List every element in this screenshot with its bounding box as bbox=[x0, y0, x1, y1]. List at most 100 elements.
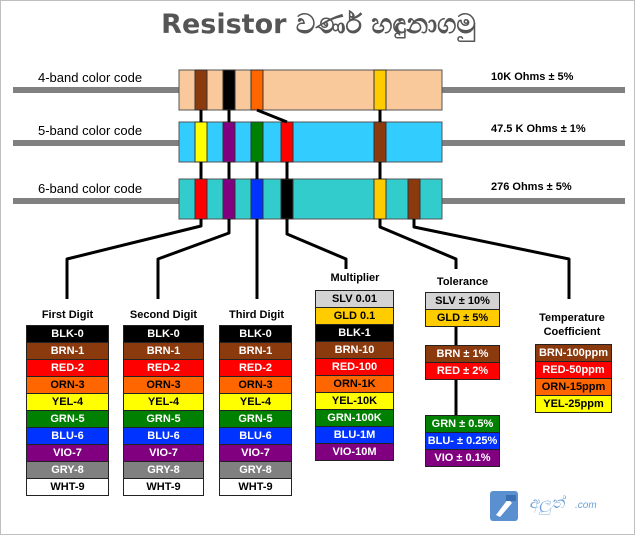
band-4b-1 bbox=[194, 69, 208, 111]
table-row: BRN-1 bbox=[26, 342, 109, 360]
color-cell: YEL-25ppm bbox=[535, 395, 612, 413]
table-row: BRN-1 bbox=[219, 342, 292, 360]
color-cell: GRN-5 bbox=[26, 410, 109, 428]
resistor-1-value: 10K Ohms ± 5% bbox=[491, 71, 574, 83]
table-row: GLD ± 5% bbox=[425, 309, 500, 327]
table-row: GRN-5 bbox=[219, 410, 292, 428]
table-row: GRN-100K bbox=[315, 409, 394, 427]
table-row: BLU-6 bbox=[219, 427, 292, 445]
table-row: BLK-0 bbox=[219, 325, 292, 343]
color-cell: RED-2 bbox=[219, 359, 292, 377]
table-row: GRY-8 bbox=[123, 461, 204, 479]
color-cell: YEL-4 bbox=[219, 393, 292, 411]
temperature-header-line2: Coefficient bbox=[543, 326, 601, 338]
color-cell: RED-100 bbox=[315, 358, 394, 376]
color-cell: SLV 0.01 bbox=[315, 290, 394, 308]
band-5b-2 bbox=[222, 121, 236, 163]
table-row: GRN-5 bbox=[123, 410, 204, 428]
table-row: VIO-7 bbox=[219, 444, 292, 462]
table-row: RED-2 bbox=[219, 359, 292, 377]
table-row: GRN ± 0.5% bbox=[425, 415, 500, 433]
connector-tolerance bbox=[378, 219, 458, 269]
color-cell: BLK-0 bbox=[219, 325, 292, 343]
color-cell: GRN-5 bbox=[123, 410, 204, 428]
color-cell: SLV ± 10% bbox=[425, 292, 500, 310]
band-6b-6 bbox=[407, 178, 421, 220]
watermark-brand: අලුත් bbox=[529, 493, 565, 512]
table-row: BLU-6 bbox=[26, 427, 109, 445]
band-6b-1 bbox=[194, 178, 208, 220]
table-row: WHT-9 bbox=[123, 478, 204, 496]
color-cell: GRN-100K bbox=[315, 409, 394, 427]
color-cell: BRN-100ppm bbox=[535, 344, 612, 362]
table-row: WHT-9 bbox=[26, 478, 109, 496]
band-6b-3 bbox=[250, 178, 264, 220]
band-6b-2 bbox=[222, 178, 236, 220]
color-cell: RED-50ppm bbox=[535, 361, 612, 379]
band-6b-4 bbox=[280, 178, 294, 220]
connector-temperature bbox=[412, 219, 571, 299]
table-row: VIO-7 bbox=[123, 444, 204, 462]
table-row: YEL-4 bbox=[26, 393, 109, 411]
table-row: YEL-4 bbox=[219, 393, 292, 411]
resistor-1-label: 4-band color code bbox=[38, 70, 143, 85]
color-cell: BLU- ± 0.25% bbox=[425, 432, 500, 450]
table-row: VIO ± 0.1% bbox=[425, 449, 500, 467]
multiplier-header: Multiplier bbox=[330, 272, 380, 284]
watermark-suffix: .com bbox=[575, 500, 597, 511]
color-cell: YEL-4 bbox=[26, 393, 109, 411]
color-cell: GRY-8 bbox=[219, 461, 292, 479]
color-cell: ORN-3 bbox=[26, 376, 109, 394]
color-cell: RED-2 bbox=[123, 359, 204, 377]
third-digit-header: Third Digit bbox=[229, 309, 284, 321]
color-cell: ORN-1K bbox=[315, 375, 394, 393]
table-row: GRN-5 bbox=[26, 410, 109, 428]
table-row: WHT-9 bbox=[219, 478, 292, 496]
color-cell: BRN ± 1% bbox=[425, 345, 500, 363]
first-digit-header: First Digit bbox=[41, 309, 94, 321]
color-cell: GRN-5 bbox=[219, 410, 292, 428]
table-row: BLU- ± 0.25% bbox=[425, 432, 500, 450]
site-logo-icon bbox=[490, 491, 518, 521]
color-cell: GRY-8 bbox=[123, 461, 204, 479]
tolerance-table-bottom: GRN ± 0.5%BLU- ± 0.25%VIO ± 0.1% bbox=[425, 415, 500, 467]
table-row: GLD 0.1 bbox=[315, 307, 394, 325]
table-row: BRN-100ppm bbox=[535, 344, 612, 362]
color-cell: YEL-4 bbox=[123, 393, 204, 411]
table-row: YEL-4 bbox=[123, 393, 204, 411]
connector-first-digit bbox=[65, 219, 203, 299]
table-row: YEL-10K bbox=[315, 392, 394, 410]
table-row: YEL-25ppm bbox=[535, 395, 612, 413]
color-cell: BRN-10 bbox=[315, 341, 394, 359]
color-cell: RED-2 bbox=[26, 359, 109, 377]
table-row: BRN-1 bbox=[123, 342, 204, 360]
color-cell: VIO-7 bbox=[123, 444, 204, 462]
table-row: SLV 0.01 bbox=[315, 290, 394, 308]
table-row: RED-50ppm bbox=[535, 361, 612, 379]
table-row: ORN-3 bbox=[26, 376, 109, 394]
color-cell: GRY-8 bbox=[26, 461, 109, 479]
color-cell: BLU-6 bbox=[26, 427, 109, 445]
second-digit-header: Second Digit bbox=[129, 309, 198, 321]
resistor-2-label: 5-band color code bbox=[38, 123, 143, 138]
table-row: RED-100 bbox=[315, 358, 394, 376]
color-cell: VIO ± 0.1% bbox=[425, 449, 500, 467]
temperature-header-line1: Temperature bbox=[539, 312, 605, 324]
color-cell: YEL-10K bbox=[315, 392, 394, 410]
color-cell: BLK-0 bbox=[26, 325, 109, 343]
color-cell: VIO-7 bbox=[219, 444, 292, 462]
color-cell: VIO-10M bbox=[315, 443, 394, 461]
page-title: Resistor වර්ණ හඳුනාගමු bbox=[161, 9, 476, 40]
color-cell: RED ± 2% bbox=[425, 362, 500, 380]
table-row: BRN-10 bbox=[315, 341, 394, 359]
table-row: ORN-1K bbox=[315, 375, 394, 393]
table-row: ORN-3 bbox=[219, 376, 292, 394]
color-cell: BLU-1M bbox=[315, 426, 394, 444]
band-5b-3 bbox=[250, 121, 264, 163]
color-cell: BRN-1 bbox=[219, 342, 292, 360]
band-5b-5 bbox=[373, 121, 387, 163]
